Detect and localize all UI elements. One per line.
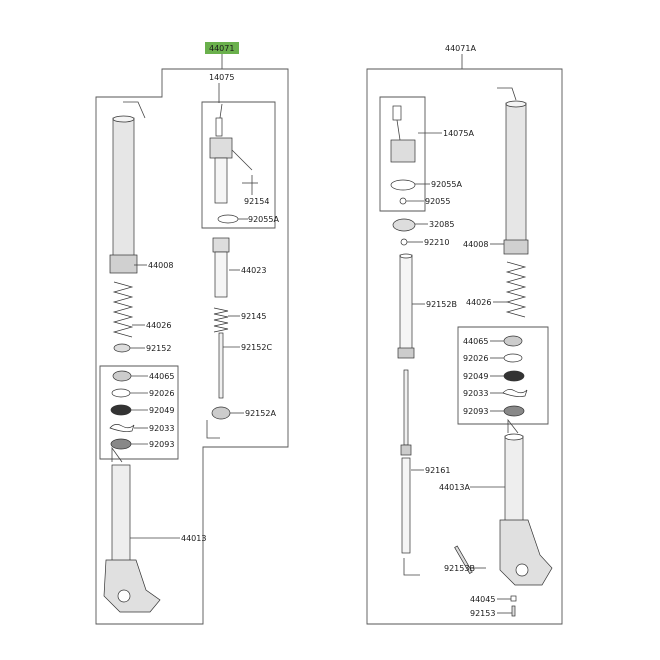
right-assembly-frame <box>366 68 563 625</box>
clip-92033-right-part <box>502 389 528 397</box>
part-number-highlight <box>205 42 239 54</box>
label-92154[interactable]: 92154 <box>244 197 269 206</box>
label-92033-right[interactable]: 92033 <box>463 389 488 398</box>
label-92152[interactable]: 92152 <box>146 344 171 353</box>
label-92161[interactable]: 92161 <box>425 466 450 475</box>
label-44008-right[interactable]: 44008 <box>463 240 488 249</box>
outer-tube-44008-right-part <box>497 87 529 255</box>
rod-92152c-part <box>218 332 224 399</box>
cartridge-14075a-part <box>390 105 416 205</box>
label-92055a-left[interactable]: 92055A <box>248 215 279 224</box>
left-cartridge-frame <box>201 101 276 229</box>
label-92093-right[interactable]: 92093 <box>463 407 488 416</box>
inner-tube-44013a-part <box>499 418 553 586</box>
tube-92152b-part <box>397 253 415 359</box>
label-92145[interactable]: 92145 <box>241 312 266 321</box>
label-44045[interactable]: 44045 <box>470 595 495 604</box>
left-assembly-number[interactable]: 44071 <box>209 44 234 53</box>
right-fork-assembly: 44071A 14075A 92055A 92055 32085 92210 <box>366 44 563 625</box>
label-92033-left[interactable]: 92033 <box>149 424 174 433</box>
right-seal-frame <box>457 326 549 425</box>
left-assembly-frame <box>95 68 289 625</box>
bolt-92153-part <box>511 605 516 617</box>
inner-tube-44013-part <box>103 446 161 613</box>
label-44026-left[interactable]: 44026 <box>146 321 171 330</box>
ring-92026-right-part <box>503 353 523 363</box>
tube-44023-part <box>212 237 230 298</box>
label-14075[interactable]: 14075 <box>209 73 234 82</box>
label-92026-left[interactable]: 92026 <box>149 389 174 398</box>
washer-92152-part <box>113 343 131 353</box>
label-92153b[interactable]: 92153B <box>444 564 475 573</box>
outer-tube-44008-part <box>109 101 146 274</box>
ring-92026-part <box>111 388 131 398</box>
label-44065-right[interactable]: 44065 <box>463 337 488 346</box>
label-44013a[interactable]: 44013A <box>439 483 470 492</box>
right-cartridge-frame <box>379 96 426 212</box>
bolt-92153b-part <box>454 545 473 574</box>
label-44026-right[interactable]: 44026 <box>466 298 491 307</box>
seal-92049-right-part <box>503 370 525 382</box>
label-92153[interactable]: 92153 <box>470 609 495 618</box>
label-92049-right[interactable]: 92049 <box>463 372 488 381</box>
label-44065-left[interactable]: 44065 <box>149 372 174 381</box>
label-92055[interactable]: 92055 <box>425 197 450 206</box>
label-92152b[interactable]: 92152B <box>426 300 457 309</box>
seal-92049-part <box>110 404 132 416</box>
label-92055a-right[interactable]: 92055A <box>431 180 462 189</box>
seal-44065-part <box>112 370 132 382</box>
nut-92152a-part <box>211 406 231 420</box>
label-44013[interactable]: 44013 <box>181 534 206 543</box>
label-92152c[interactable]: 92152C <box>241 343 272 352</box>
right-assembly-number[interactable]: 44071A <box>445 44 476 53</box>
damper-rod-92161-part <box>400 369 420 576</box>
ring-92093-part <box>110 438 132 450</box>
label-44008-left[interactable]: 44008 <box>148 261 173 270</box>
spring-44026-right-part <box>505 261 527 318</box>
label-14075a[interactable]: 14075A <box>443 129 474 138</box>
label-92049-left[interactable]: 92049 <box>149 406 174 415</box>
seal-44065-right-part <box>503 335 523 347</box>
label-92152a[interactable]: 92152A <box>245 409 276 418</box>
label-92093-left[interactable]: 92093 <box>149 440 174 449</box>
left-fork-assembly: 44071 <box>95 42 289 625</box>
clip-92033-part <box>109 424 135 432</box>
label-92210[interactable]: 92210 <box>424 238 449 247</box>
label-92026-right[interactable]: 92026 <box>463 354 488 363</box>
cartridge-14075-part <box>209 103 253 224</box>
plug-44045-part <box>510 595 517 602</box>
spring-92145-part <box>213 307 229 333</box>
label-44023[interactable]: 44023 <box>241 266 266 275</box>
spring-44026-part <box>112 281 134 338</box>
left-seal-frame <box>99 365 179 460</box>
label-32085[interactable]: 32085 <box>429 220 454 229</box>
collar-92210-part <box>400 238 408 246</box>
ring-92093-right-part <box>503 405 525 417</box>
nut-32085-part <box>392 218 416 232</box>
